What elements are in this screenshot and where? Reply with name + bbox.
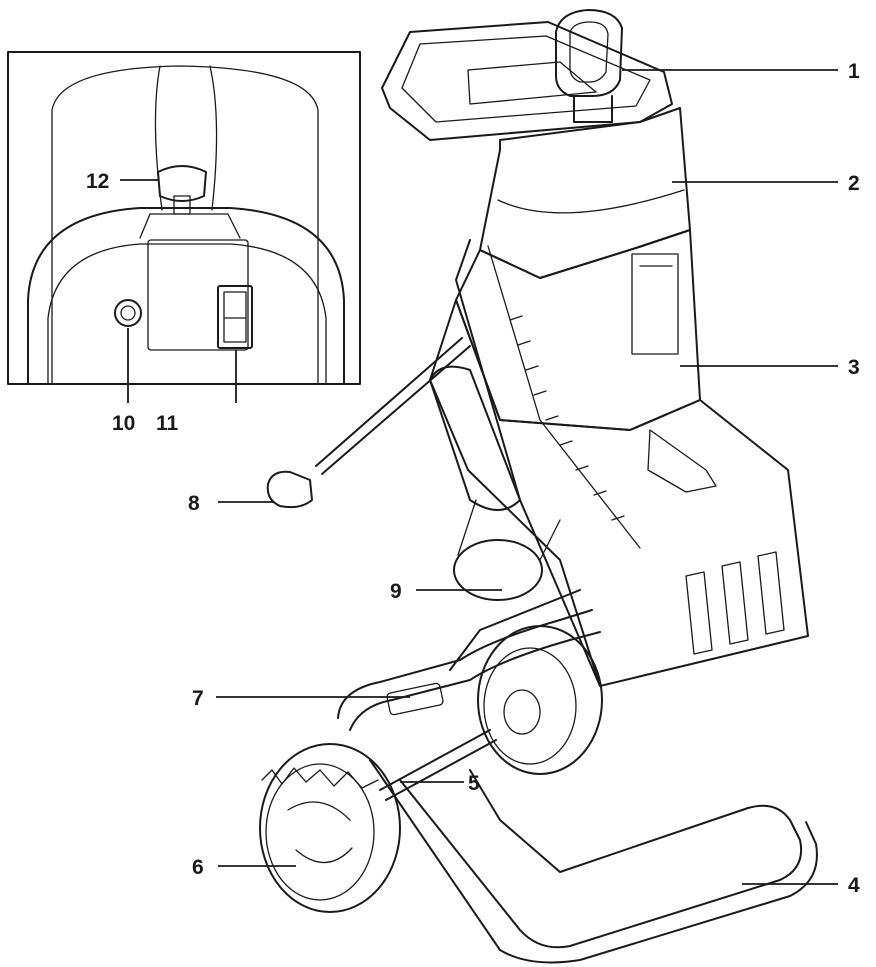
inset-housing-back [51, 65, 319, 385]
discharge-chute [429, 299, 809, 687]
control-panel-inset [7, 51, 361, 403]
rib-marks [509, 315, 625, 521]
on-off-switch-icon[interactable] [217, 285, 253, 349]
stand-frame [259, 589, 818, 964]
callout-8: 8 [188, 492, 200, 515]
frame-grip-icon [386, 682, 444, 716]
callout-12: 12 [86, 170, 109, 193]
callout-9: 9 [390, 580, 402, 603]
axle [379, 729, 491, 791]
callout-1: 1 [848, 60, 860, 83]
chute-vents [685, 551, 785, 655]
inset-frame [7, 51, 361, 385]
side-window [631, 253, 679, 355]
cord-plug-icon [266, 470, 313, 509]
base-frame [399, 769, 802, 949]
motor-icon [429, 365, 561, 601]
rear-wheel-icon [477, 625, 603, 775]
callout-11: 11 [156, 412, 179, 435]
callout-7: 7 [192, 687, 204, 710]
callout-5: 5 [468, 772, 480, 795]
callout-6: 6 [192, 856, 204, 879]
push-stick-icon[interactable] [555, 9, 623, 123]
callout-10: 10 [112, 412, 135, 435]
callout-labels: 1 2 3 4 5 6 7 8 9 10 11 12 [86, 60, 860, 897]
inset-hood [27, 207, 345, 385]
power-cord-icon [266, 337, 471, 509]
reset-knob-icon[interactable] [157, 165, 207, 215]
front-wheel-icon [259, 743, 401, 913]
inset-center-panel [147, 239, 249, 351]
callout-3: 3 [848, 356, 860, 379]
hopper-funnel [381, 21, 673, 141]
callout-4: 4 [848, 874, 860, 897]
shredder-body [381, 9, 809, 687]
callout-2: 2 [848, 172, 860, 195]
leader-lines [216, 69, 838, 885]
reset-button-icon[interactable] [114, 299, 142, 327]
